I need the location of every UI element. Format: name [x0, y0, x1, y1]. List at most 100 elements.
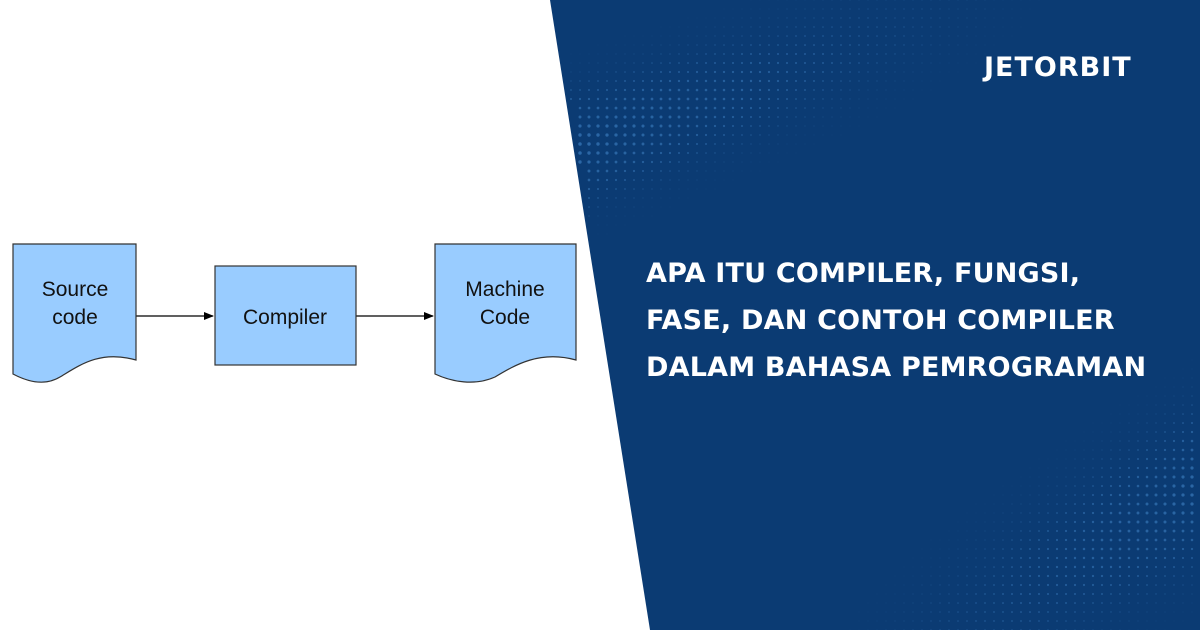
pattern-dot: [939, 557, 941, 559]
pattern-dot: [1181, 538, 1185, 542]
pattern-dot: [1065, 485, 1067, 487]
pattern-dot: [948, 584, 950, 586]
pattern-dot: [1047, 494, 1049, 496]
pattern-dot: [948, 17, 950, 19]
pattern-dot: [966, 521, 968, 523]
pattern-dot: [804, 143, 806, 145]
pattern-dot: [678, 53, 680, 55]
pattern-dot: [1101, 422, 1103, 424]
pattern-dot: [777, 17, 779, 19]
pattern-dot: [939, 53, 941, 55]
pattern-dot: [1182, 593, 1184, 595]
pattern-dot: [732, 170, 734, 172]
pattern-dot: [732, 179, 734, 181]
pattern-dot: [1092, 467, 1094, 469]
pattern-dot: [1136, 574, 1140, 578]
pattern-dot: [1155, 611, 1157, 613]
pattern-dot: [1002, 485, 1004, 487]
pattern-dot: [948, 575, 950, 577]
pattern-dot: [975, 26, 977, 28]
pattern-dot: [1172, 448, 1176, 452]
pattern-dot: [731, 124, 735, 128]
pattern-dot: [660, 170, 662, 172]
pattern-dot: [984, 575, 986, 577]
pattern-dot: [723, 44, 725, 46]
pattern-dot: [1109, 556, 1113, 560]
pattern-dot: [993, 557, 995, 559]
pattern-dot: [966, 566, 968, 568]
pattern-dot: [605, 124, 609, 128]
pattern-dot: [822, 98, 824, 100]
pattern-dot: [1029, 521, 1031, 523]
pattern-dot: [597, 215, 599, 217]
pattern-dot: [596, 142, 600, 146]
pattern-dot: [750, 152, 752, 154]
pattern-dot: [1146, 584, 1148, 586]
pattern-dot: [912, 602, 914, 604]
pattern-dot: [1100, 529, 1104, 533]
pattern-dot: [570, 53, 572, 55]
machine-label-line-2: Code: [480, 306, 530, 329]
pattern-dot: [641, 88, 645, 92]
pattern-dot: [642, 62, 644, 64]
pattern-dot: [795, 89, 797, 91]
pattern-dot: [831, 89, 833, 91]
title-line-1: APA ITU COMPILER, FUNGSI,: [646, 258, 1081, 289]
pattern-dot: [1110, 431, 1112, 433]
pattern-dot: [1011, 512, 1013, 514]
pattern-dot: [1109, 484, 1113, 488]
pattern-dot: [1172, 538, 1176, 542]
pattern-dot: [840, 8, 842, 10]
pattern-dot: [1055, 574, 1059, 578]
pattern-dot: [1163, 538, 1167, 542]
pattern-dot: [1110, 440, 1112, 442]
pattern-dot: [894, 53, 896, 55]
pattern-dot: [776, 88, 780, 92]
pattern-dot: [1011, 494, 1013, 496]
pattern-dot: [578, 133, 582, 137]
pattern-dot: [1155, 602, 1157, 604]
pattern-dot: [651, 215, 653, 217]
pattern-dot: [614, 169, 618, 173]
pattern-dot: [822, 116, 824, 118]
pattern-dot: [930, 602, 932, 604]
pattern-dot: [948, 44, 950, 46]
pattern-dot: [921, 620, 923, 622]
pattern-dot: [957, 26, 959, 28]
pattern-dot: [912, 8, 914, 10]
pattern-dot: [732, 161, 734, 163]
pattern-dot: [930, 566, 932, 568]
pattern-dot: [840, 98, 842, 100]
pattern-dot: [614, 106, 618, 110]
pattern-dot: [822, 62, 824, 64]
pattern-dot: [840, 71, 842, 73]
pattern-dot: [1146, 431, 1148, 433]
pattern-dot: [993, 494, 995, 496]
pattern-dot: [840, 53, 842, 55]
pattern-dot: [615, 197, 617, 199]
pattern-dot: [1110, 467, 1112, 469]
pattern-dot: [1128, 449, 1130, 451]
pattern-dot: [786, 134, 788, 136]
pattern-dot: [1182, 584, 1184, 586]
pattern-dot: [660, 206, 662, 208]
pattern-dot: [740, 88, 744, 92]
pattern-dot: [605, 169, 609, 173]
pattern-dot: [1065, 458, 1067, 460]
pattern-dot: [1172, 466, 1176, 470]
pattern-dot: [632, 133, 636, 137]
pattern-dot: [957, 530, 959, 532]
pattern-dot: [939, 539, 941, 541]
pattern-dot: [606, 197, 608, 199]
pattern-dot: [767, 70, 771, 74]
pattern-dot: [1056, 602, 1058, 604]
pattern-dot: [731, 115, 735, 119]
pattern-dot: [1074, 503, 1076, 505]
pattern-dot: [975, 611, 977, 613]
pattern-dot: [615, 53, 617, 55]
pattern-dot: [803, 70, 807, 74]
pattern-dot: [876, 602, 878, 604]
pattern-dot: [867, 0, 869, 1]
pattern-dot: [876, 44, 878, 46]
pattern-dot: [813, 116, 815, 118]
